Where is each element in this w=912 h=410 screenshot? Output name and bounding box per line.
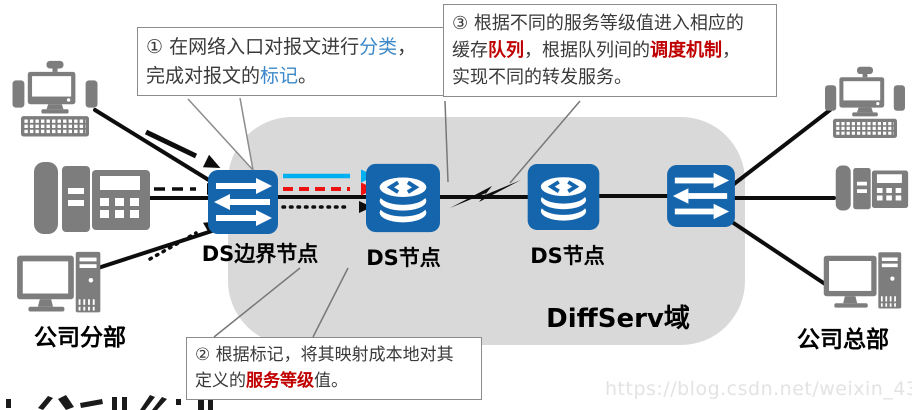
step2-text: 值。 (314, 370, 348, 391)
step3-text: ③ 根据不同的服务等级值进入相应的 (452, 13, 744, 34)
callout-step1-line2: 完成对报文的标记。 (146, 62, 440, 91)
step3-text: 缓存 (452, 40, 488, 61)
desktop-pc-icon (15, 250, 110, 320)
step3-highlight-queue: 队列 (488, 40, 524, 61)
link-line (732, 108, 832, 186)
ds-node2-label: DS节点 (530, 244, 605, 268)
callout-step3-line1: ③ 根据不同的服务等级值进入相应的 (452, 10, 768, 37)
watermark-url: https://blog.csdn.net/weixin_43997530 (605, 378, 912, 400)
step3-text: ， (722, 40, 740, 61)
callout-step3: ③ 根据不同的服务等级值进入相应的 缓存队列，根据队列间的调度机制， 实现不同的… (443, 4, 777, 97)
step3-text: ，根据队列间的 (524, 40, 650, 61)
step1-text: 完成对报文的 (146, 64, 261, 87)
edge-node-label: DS边界节点 (201, 242, 319, 266)
step3-highlight-scheduling: 调度机制 (650, 40, 722, 61)
step2-text: 定义的 (195, 370, 246, 391)
ip-phone-icon (28, 160, 153, 236)
device-links (93, 108, 836, 288)
lightning-link-icon (450, 180, 521, 208)
step1-highlight-mark: 标记 (260, 64, 299, 87)
switch-icon (666, 165, 736, 227)
multimedia-computer-icon (5, 60, 105, 145)
step2-highlight-service-class: 服务等级 (246, 370, 314, 391)
desktop-pc-icon (822, 250, 910, 316)
step1-text: ， (397, 36, 417, 58)
callout-step2-line1: ② 根据标记，将其映射成本地对其 (195, 343, 473, 369)
marked-flow-arrows (281, 169, 375, 213)
branch-site-label: 公司分部 (34, 325, 126, 351)
callout-step3-line3: 实现不同的转发服务。 (452, 64, 768, 91)
ip-phone-icon (832, 153, 910, 223)
multimedia-computer-icon (818, 66, 912, 146)
hq-site-label: 公司总部 (797, 327, 889, 353)
router-icon (527, 164, 600, 230)
callout-step1: ① 在网络入口对报文进行分类， 完成对报文的标记。 (137, 27, 449, 96)
step2-text: ② 根据标记，将其映射成本地对其 (195, 345, 454, 365)
dotted-arrow (148, 231, 198, 261)
link-line (730, 220, 830, 288)
ds-node1-label: DS节点 (366, 246, 441, 270)
callout-step2-line2: 定义的服务等级值。 (195, 369, 473, 395)
step1-text: 。 (298, 64, 318, 87)
diffserv-domain-label: DiffServ域 (546, 304, 690, 334)
link-line (96, 228, 217, 270)
callout-step1-line1: ① 在网络入口对报文进行分类， (146, 33, 440, 62)
callout-step2: ② 根据标记，将其映射成本地对其 定义的服务等级值。 (186, 337, 482, 400)
switch-icon (208, 170, 278, 234)
callout-step3-line2: 缓存队列，根据队列间的调度机制， (452, 37, 768, 64)
router-icon (366, 163, 440, 233)
step3-text: 实现不同的转发服务。 (452, 67, 632, 88)
step1-highlight-classify: 分类 (359, 36, 398, 58)
arrowhead (359, 201, 372, 213)
step1-text: ① 在网络入口对报文进行 (146, 36, 360, 58)
cropped-bottom-text-fragment (6, 395, 213, 410)
